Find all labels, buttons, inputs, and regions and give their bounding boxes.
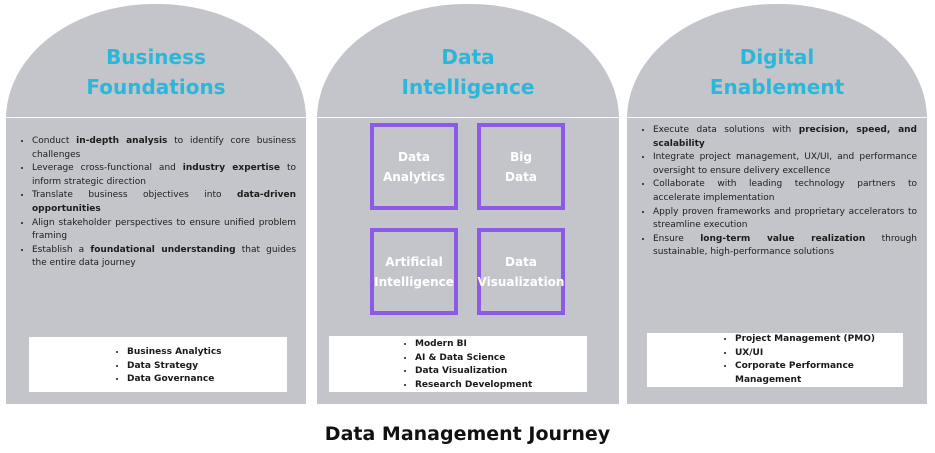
bullet-item: Collaborate with leading technology part… (653, 178, 917, 205)
capabilities-box: Business Analytics Data Strategy Data Go… (29, 337, 287, 392)
capabilities-list: Modern BI AI & Data Science Data Visuali… (401, 338, 532, 392)
bullet-item: Leverage cross-functional and industry e… (32, 162, 296, 189)
bullet-item: Integrate project management, UX/UI, and… (653, 151, 917, 178)
bullet-item: Ensure long-term value realization throu… (653, 233, 917, 260)
capability-item: Modern BI (415, 338, 532, 352)
pillar-title-line1: Data (441, 45, 495, 69)
pillar-bullet-list: Conduct in-depth analysis to identify co… (20, 135, 296, 271)
pillar-divider (317, 117, 619, 118)
bullet-item: Align stakeholder perspectives to ensure… (32, 217, 296, 244)
pillar-title-line1: Digital (739, 45, 815, 69)
pillar-title: Business Foundations (6, 42, 306, 102)
capabilities-list: Project Management (PMO) UX/UI Corporate… (721, 333, 895, 387)
capability-item: Business Analytics (127, 346, 222, 360)
capabilities-box: Modern BI AI & Data Science Data Visuali… (329, 336, 587, 392)
pillar-title-line2: Enablement (709, 75, 845, 99)
diagram-title: Data Management Journey (324, 423, 611, 445)
capability-item: Project Management (PMO) (735, 333, 895, 347)
capability-item: UX/UI (735, 347, 895, 361)
bullet-item: Apply proven frameworks and proprietary … (653, 206, 917, 233)
capability-item: AI & Data Science (415, 352, 532, 366)
bullet-item: Establish a foundational understanding t… (32, 244, 296, 271)
pillar-title: Digital Enablement (627, 42, 927, 102)
pillar-title: Data Intelligence (317, 42, 619, 102)
capability-item: Data Governance (127, 373, 222, 387)
bullet-item: Execute data solutions with precision, s… (653, 124, 917, 151)
capability-item: Research Development (415, 379, 532, 393)
pillar-title-line1: Business (106, 45, 206, 69)
capability-item: Data Visualization (415, 365, 532, 379)
pillar-digital-enablement: Digital Enablement Execute data solution… (627, 4, 927, 404)
pillar-title-line2: Foundations (86, 75, 226, 99)
capabilities-list: Business Analytics Data Strategy Data Go… (113, 346, 222, 387)
capability-item: Corporate Performance Management (735, 360, 895, 387)
pillar-business-foundations: Business Foundations Conduct in-depth an… (6, 4, 306, 404)
pillar-divider (6, 117, 306, 118)
pillar-bullet-list: Execute data solutions with precision, s… (641, 124, 917, 260)
capability-item: Data Strategy (127, 360, 222, 374)
capabilities-box: Project Management (PMO) UX/UI Corporate… (647, 333, 903, 387)
pillar-divider (627, 117, 927, 118)
bullet-item: Conduct in-depth analysis to identify co… (32, 135, 296, 162)
bullet-item: Translate business objectives into data-… (32, 189, 296, 216)
pillar-title-line2: Intelligence (401, 75, 535, 99)
